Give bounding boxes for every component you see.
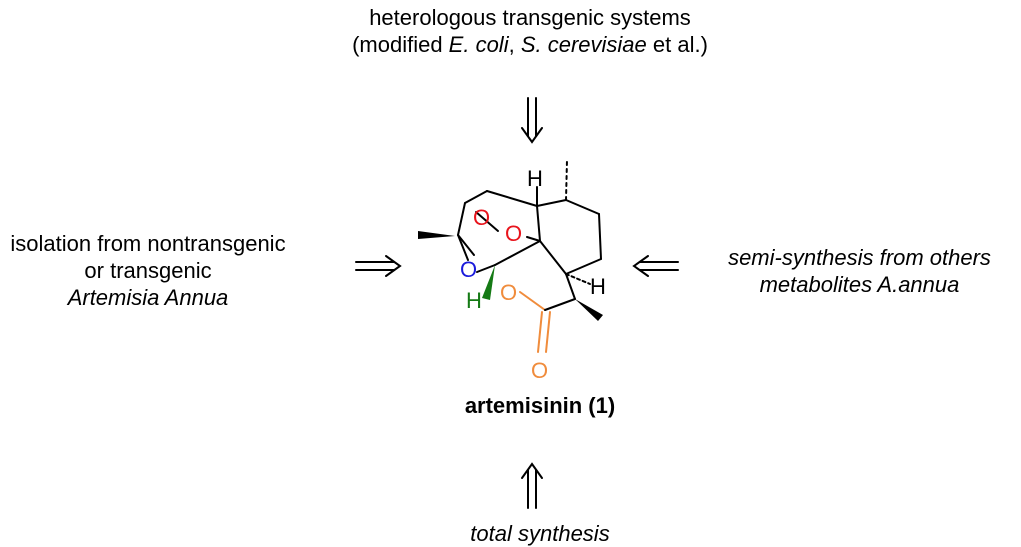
methyl-wedge-left (418, 231, 455, 239)
top-caption-line1: heterologous transgenic systems (369, 5, 691, 30)
atom-h-green: H (466, 288, 482, 313)
left-caption-line1: isolation from nontransgenic (10, 231, 286, 256)
atom-o-carbonyl: O (531, 358, 548, 383)
left-caption-line2: or transgenic (84, 258, 212, 283)
right-caption: semi-synthesis from others metabolites A… (698, 244, 1021, 298)
top-caption-pre: (modified (352, 32, 449, 57)
arrow-down-top (521, 97, 543, 144)
right-caption-line1: semi-synthesis from others (728, 245, 991, 270)
top-caption-post: et al.) (646, 32, 708, 57)
atom-o-peroxide-1: O (473, 205, 490, 230)
atom-h-right: H (590, 274, 606, 299)
arrow-right-left (355, 255, 402, 277)
atom-o-peroxide-2: O (505, 221, 522, 246)
arrow-left-right (632, 255, 679, 277)
ring-bonds (457, 159, 602, 353)
left-caption-line3: Artemisia Annua (67, 285, 229, 310)
left-caption: isolation from nontransgenic or transgen… (0, 230, 296, 311)
right-caption-line2: metabolites A.annua (759, 272, 960, 297)
bottom-caption: total synthesis (470, 521, 610, 546)
atom-o-lactone: O (500, 280, 517, 305)
compound-label: artemisinin (1) (464, 393, 616, 418)
methyl-wedge-right (575, 299, 603, 321)
green-h-wedge (482, 265, 495, 300)
top-caption-mid: , (508, 32, 521, 57)
top-caption: heterologous transgenic systems (modifie… (250, 4, 810, 58)
scerevisiae-text: S. cerevisiae (520, 32, 647, 57)
atom-o-ether: O (460, 257, 477, 282)
hashed-h-right (565, 273, 591, 285)
atom-h-top: H (527, 166, 543, 191)
arrow-up-bottom (521, 462, 543, 509)
ecoli-text: E. coli (448, 32, 509, 57)
top-caption-line2: (modified E. coli, S. cerevisiae et al.) (250, 31, 810, 58)
